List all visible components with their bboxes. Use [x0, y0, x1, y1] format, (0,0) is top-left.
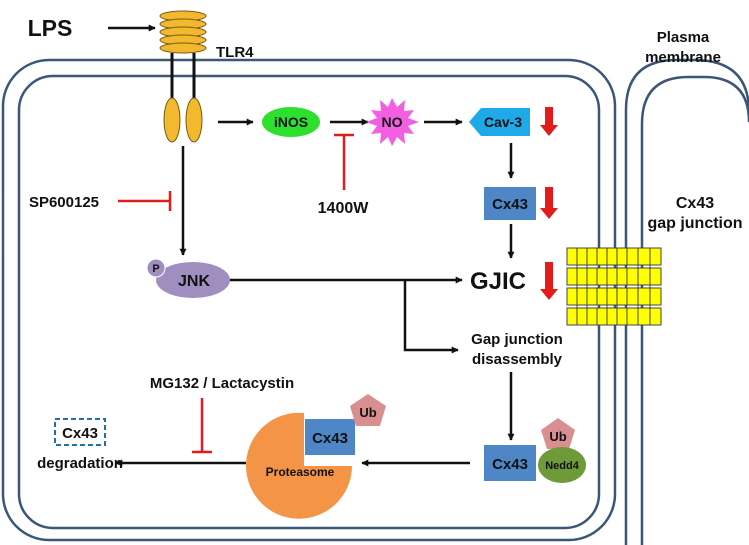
cx43-box-bottom — [484, 445, 536, 481]
no-label: NO — [382, 114, 403, 130]
phospho-label: P — [152, 263, 159, 275]
inhibitor-mg132 — [192, 398, 212, 454]
tlr4-receptor — [159, 10, 207, 143]
inos-label: iNOS — [274, 114, 308, 130]
membrane-label: membrane — [645, 49, 721, 66]
nedd4-node — [538, 447, 586, 483]
cx43-box-proteasome — [305, 419, 355, 455]
sp600125-label: SP600125 — [29, 194, 99, 211]
proteasome-shape — [246, 412, 352, 519]
down-arrow-cx43-icon — [540, 187, 558, 219]
cx43-box-top — [484, 187, 536, 220]
inhibitor-1400w — [334, 133, 354, 190]
gap-junction-label-line1: Cx43 — [676, 195, 714, 212]
cx43-degradation-label: Cx43 — [62, 425, 98, 442]
neighbor-membrane-outer — [624, 58, 749, 545]
disassembly-label-line2: disassembly — [472, 351, 563, 368]
jnk-label: JNK — [178, 273, 210, 290]
cx43-proteasome-label: Cx43 — [312, 430, 348, 447]
neighbor-membrane-inner — [640, 75, 749, 545]
proteasome-label: Proteasome — [266, 465, 335, 479]
inos-node — [262, 107, 320, 137]
tlr4-label: TLR4 — [216, 44, 254, 61]
plasma-label: Plasma — [657, 29, 710, 46]
cx43-degradation-box — [54, 418, 106, 446]
inhibitor-1400w-label: 1400W — [318, 200, 370, 217]
lps-label: LPS — [28, 15, 73, 41]
ub-proteasome-pentagon — [350, 394, 386, 426]
arrow-jnk-to-disassembly — [403, 280, 459, 354]
gap-junction-channels — [566, 247, 662, 326]
degradation-label: degradation — [37, 455, 123, 472]
mg132-label: MG132 / Lactacystin — [150, 375, 294, 392]
inhibitor-sp600125 — [118, 191, 172, 211]
gap-junction-label-line2: gap junction — [647, 215, 742, 232]
disassembly-label-line1: Gap junction — [471, 331, 563, 348]
cx43-top-label: Cx43 — [492, 196, 528, 213]
cx43-bottom-label: Cx43 — [492, 456, 528, 473]
ub-proteasome-label: Ub — [359, 405, 376, 420]
nedd4-label: Nedd4 — [545, 460, 580, 472]
jnk-node — [156, 262, 230, 298]
cav3-label: Cav-3 — [484, 114, 522, 130]
down-arrow-gjic-icon — [540, 262, 558, 300]
gjic-label: GJIC — [470, 268, 526, 295]
no-node — [366, 98, 419, 146]
cav3-node — [469, 108, 530, 136]
ub-bottom-label: Ub — [549, 429, 566, 444]
ub-bottom-pentagon — [541, 418, 575, 449]
phospho-node — [146, 258, 166, 278]
down-arrow-cav3-icon — [540, 107, 558, 136]
